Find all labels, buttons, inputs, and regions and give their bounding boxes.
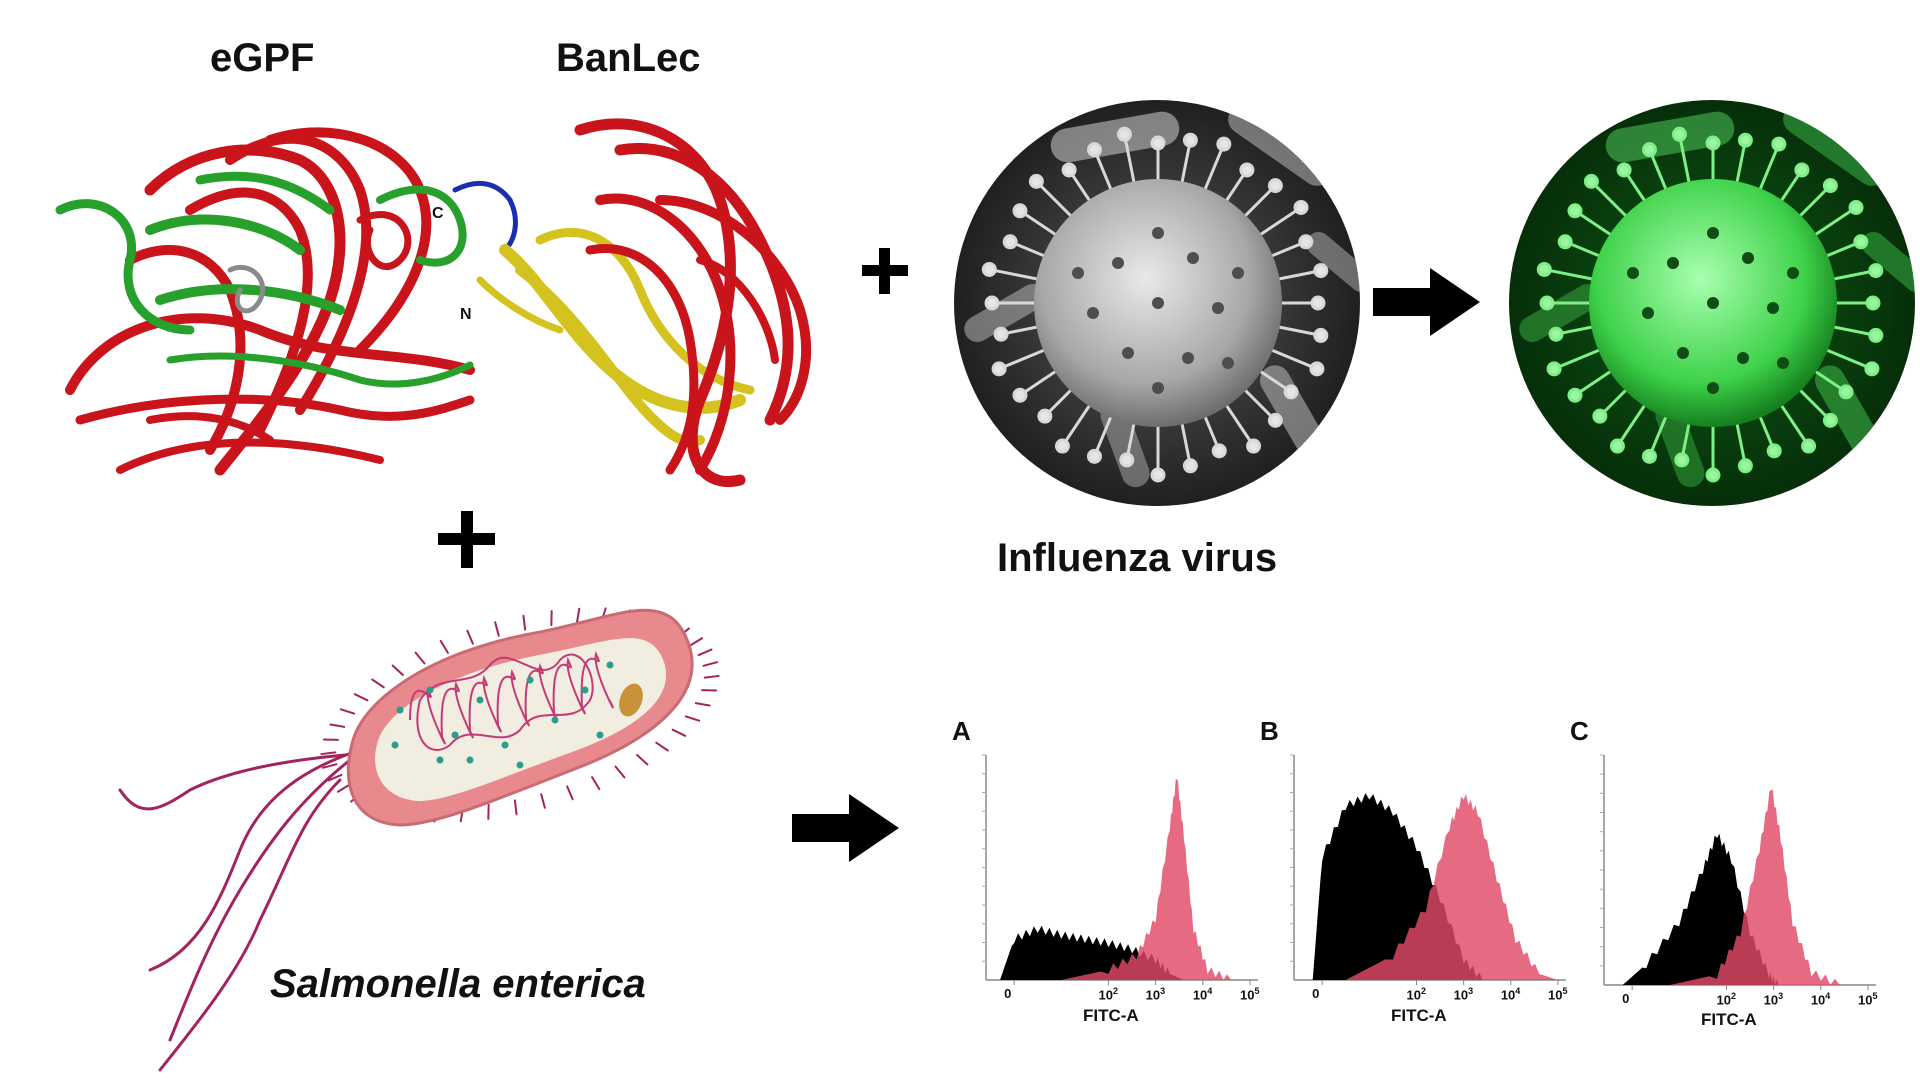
- histogram-panel-c: [1600, 754, 1876, 990]
- panel-c-label: C: [1570, 716, 1589, 746]
- n-terminus-label: N: [460, 306, 472, 323]
- histogram-b-tick-label: 105: [1548, 986, 1568, 1003]
- influenza-virus-gray-image: [954, 100, 1360, 506]
- salmonella-bacterium-illustration: [118, 607, 720, 1072]
- histogram-b-tick-label: 104: [1500, 986, 1521, 1003]
- panel-a-xlabel: FITC-A: [1083, 1006, 1139, 1025]
- histogram-c-tick-label: 104: [1810, 991, 1831, 1008]
- flow-cytometry-histograms: [982, 754, 1876, 990]
- banlec-label: BanLec: [556, 36, 701, 80]
- histogram-a-tick-label: 0: [1004, 986, 1012, 1001]
- histogram-a-tick-label: 105: [1240, 986, 1260, 1003]
- panel-c-xlabel: FITC-A: [1701, 1010, 1757, 1029]
- arrow-virus-to-labeled: [1373, 268, 1480, 336]
- banlec-structure: [476, 118, 812, 487]
- plus-sign-protein-virus: [862, 248, 908, 294]
- plus-sign-protein-bacterium: [438, 511, 495, 568]
- salmonella-enterica-label: Salmonella enterica: [270, 962, 646, 1006]
- histogram-panel-a: [982, 754, 1258, 985]
- histogram-c-tick-label: 102: [1716, 991, 1736, 1008]
- histogram-a-tick-label: 103: [1145, 986, 1166, 1003]
- histogram-b-tick-label: 103: [1453, 986, 1474, 1003]
- panel-b-label: B: [1260, 716, 1279, 746]
- histogram-b-tick-label: 0: [1312, 986, 1320, 1001]
- histogram-c-tick-label: 103: [1763, 991, 1784, 1008]
- histogram-a-tick-label: 102: [1098, 986, 1118, 1003]
- panel-a-label: A: [952, 716, 971, 746]
- histogram-c-tick-label: 105: [1858, 991, 1878, 1008]
- egfp-label: eGPF: [210, 36, 315, 80]
- histogram-c-tick-label: 0: [1622, 991, 1630, 1006]
- histogram-b-series-red: [1345, 794, 1558, 980]
- influenza-virus-green-image: [1509, 100, 1915, 506]
- histogram-a-tick-label: 104: [1192, 986, 1213, 1003]
- histogram-panel-b: [1290, 754, 1566, 985]
- histogram-b-tick-label: 102: [1406, 986, 1426, 1003]
- histogram-a-series-red: [1061, 779, 1232, 980]
- egfp-structure: [55, 127, 518, 476]
- histogram-c-series-red: [1669, 789, 1840, 985]
- c-terminus-label: C: [432, 205, 444, 222]
- panel-b-xlabel: FITC-A: [1391, 1006, 1447, 1025]
- influenza-virus-label: Influenza virus: [997, 536, 1278, 580]
- arrow-bacterium-to-histograms: [792, 794, 899, 862]
